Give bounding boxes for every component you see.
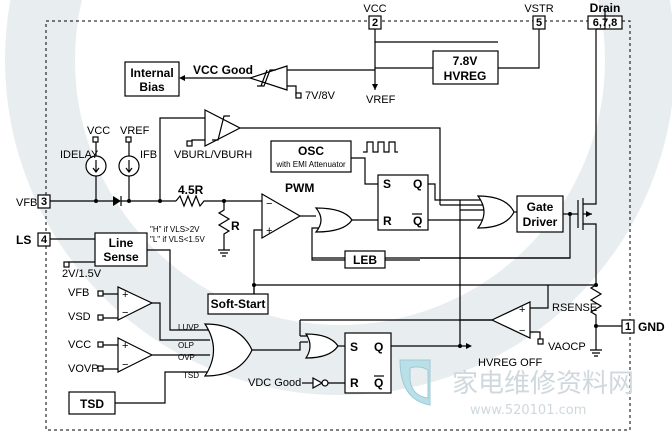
soft-start-label: Soft-Start bbox=[211, 297, 266, 311]
hvreg-label: HVREG bbox=[444, 69, 487, 83]
ls-note-l: "L" if VLS<1.5V bbox=[150, 235, 205, 244]
vaocp-label: VAOCP bbox=[548, 341, 586, 353]
ifb-vref-label: VREF bbox=[120, 125, 150, 137]
internal-bias-line1: Internal bbox=[130, 66, 173, 80]
resistor-value: 4.5R bbox=[178, 183, 204, 197]
luvp-label: LUVP bbox=[178, 323, 199, 332]
ovp-comp-minus: − bbox=[122, 359, 128, 371]
olp-comp-plus: + bbox=[122, 289, 128, 301]
pin-ls: 4 LS bbox=[16, 232, 51, 247]
watermark-url: www.520101.com bbox=[470, 403, 586, 418]
line-sense-block: Line Sense bbox=[94, 232, 148, 267]
vref-label: VREF bbox=[366, 94, 396, 106]
line-sense-line2: Sense bbox=[103, 250, 139, 264]
watermark-chinese: 家电维修资料网 bbox=[452, 369, 634, 399]
osc-sub-label: with EMI Attenuator bbox=[275, 160, 346, 169]
ifb-label: IFB bbox=[140, 149, 157, 161]
gate-driver-block: Gate Driver bbox=[516, 195, 564, 233]
leb-block: LEB bbox=[344, 250, 386, 269]
olp-comparator: + − bbox=[117, 286, 154, 321]
pin-vcc-label: VCC bbox=[363, 3, 386, 15]
ovp-comp-plus: + bbox=[122, 340, 128, 352]
line-sense-line1: Line bbox=[109, 236, 134, 250]
pwm-plus: + bbox=[266, 225, 272, 237]
pwm-comparator: − + bbox=[261, 192, 302, 240]
pin-vstr: 5 VSTR bbox=[524, 3, 554, 30]
soft-start-block: Soft-Start bbox=[207, 293, 269, 315]
pin-vcc: 2 VCC bbox=[363, 3, 387, 30]
comp-vovp-label: VOVP bbox=[68, 363, 99, 375]
ff1-s: S bbox=[383, 177, 391, 191]
hvreg-block: 7.8V HVREG bbox=[432, 50, 499, 85]
pin-gnd: 1 GND bbox=[621, 319, 665, 334]
ff2-r: R bbox=[350, 376, 359, 390]
pin-vfb-number: 3 bbox=[41, 196, 47, 208]
pin-vstr-number: 5 bbox=[536, 17, 542, 29]
comp-vcc-label: VCC bbox=[68, 339, 91, 351]
pin-ls-label: LS bbox=[16, 233, 31, 247]
tsd-label: TSD bbox=[80, 397, 104, 411]
gate-driver-line2: Driver bbox=[523, 215, 558, 229]
pwm-minus: − bbox=[266, 198, 272, 210]
uvlo-threshold: 7V/8V bbox=[305, 90, 336, 102]
ff1-qbar: Q bbox=[413, 214, 422, 228]
internal-bias-line2: Bias bbox=[139, 80, 165, 94]
idelay-label: IDELAY bbox=[60, 149, 99, 161]
vdc-good-label: VDC Good bbox=[248, 377, 301, 389]
internal-bias-block: Internal Bias bbox=[124, 61, 180, 97]
pwm-label: PWM bbox=[285, 181, 314, 195]
ff2-q: Q bbox=[374, 340, 383, 354]
ovp-label: OVP bbox=[178, 353, 195, 362]
osc-label: OSC bbox=[298, 144, 324, 158]
flipflop-2: S R Q Q bbox=[344, 332, 392, 394]
ff2-qbar: Q bbox=[374, 376, 383, 390]
ovp-comparator: + − bbox=[117, 337, 154, 373]
olp-label: OLP bbox=[178, 341, 194, 350]
ls-note-h: "H" if VLS>2V bbox=[150, 225, 200, 234]
watermark: 家电维修资料网 www.520101.com bbox=[399, 359, 634, 418]
hvreg-value: 7.8V bbox=[453, 54, 478, 68]
ff1-r: R bbox=[383, 214, 392, 228]
aocp-minus: − bbox=[519, 325, 525, 337]
uvlo-comparator bbox=[248, 65, 288, 91]
tsd-block: TSD bbox=[68, 391, 116, 415]
pin-vstr-label: VSTR bbox=[524, 3, 553, 15]
gate-driver-line1: Gate bbox=[527, 200, 554, 214]
pin-vcc-number: 2 bbox=[372, 17, 378, 29]
aocp-comparator: + − bbox=[490, 301, 531, 339]
resistor-r-label: R bbox=[231, 219, 240, 233]
pin-gnd-label: GND bbox=[638, 320, 665, 334]
watermark-circle bbox=[5, 0, 672, 395]
rsense-label: RSENSE bbox=[552, 302, 597, 314]
burst-comparator bbox=[204, 109, 242, 147]
tsd-signal-label: TSD bbox=[183, 371, 199, 380]
hvreg-off-label: HVREG OFF bbox=[478, 357, 542, 369]
leb-label: LEB bbox=[353, 253, 377, 267]
pin-gnd-number: 1 bbox=[625, 321, 631, 333]
pin-vfb: 3 VFB bbox=[16, 194, 51, 209]
ic-boundary bbox=[45, 20, 631, 431]
flipflop-1: S R Q Q bbox=[377, 174, 429, 231]
olp-comp-minus: − bbox=[122, 307, 128, 319]
ls-threshold: 2V/1.5V bbox=[62, 268, 102, 280]
comp-vfb-label: VFB bbox=[68, 287, 89, 299]
pin-vfb-label: VFB bbox=[16, 197, 37, 209]
idelay-vcc-label: VCC bbox=[87, 125, 110, 137]
vcc-good-label: VCC Good bbox=[193, 63, 253, 77]
osc-block: OSC with EMI Attenuator bbox=[270, 140, 352, 173]
ff2-s: S bbox=[350, 340, 358, 354]
ff1-q: Q bbox=[413, 177, 422, 191]
aocp-plus: + bbox=[519, 304, 525, 316]
vburl-label: VBURL/VBURH bbox=[174, 149, 252, 161]
comp-vsd-label: VSD bbox=[68, 311, 91, 323]
pin-ls-number: 4 bbox=[41, 234, 48, 246]
